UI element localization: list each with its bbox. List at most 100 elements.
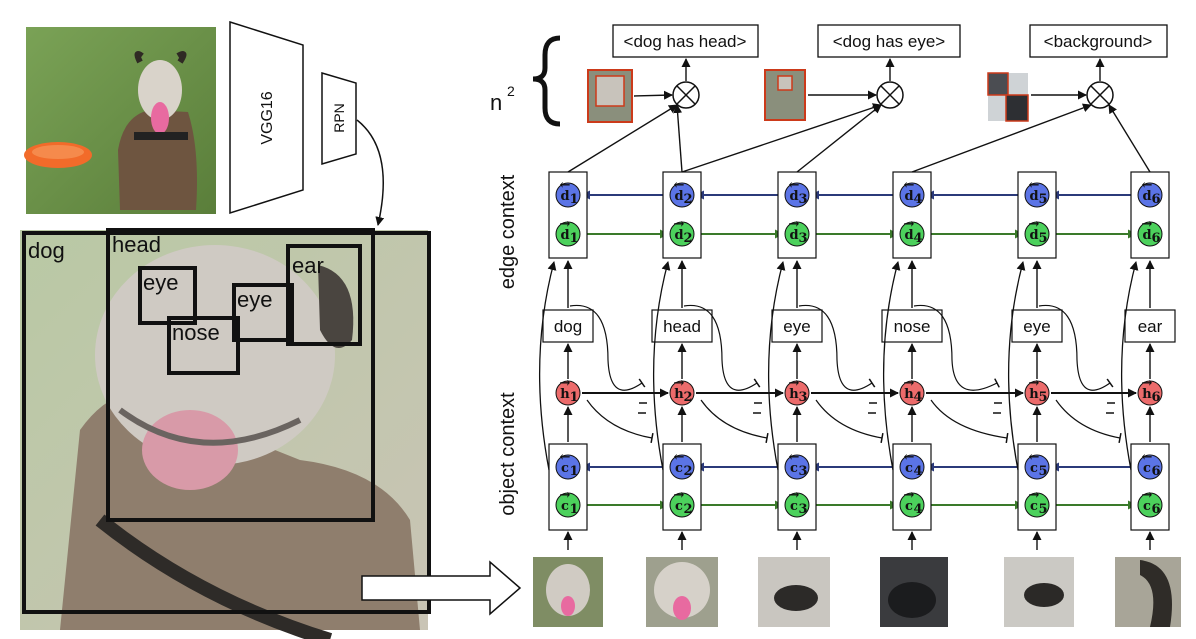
svg-text:c: c [675, 499, 683, 514]
pairs-label: n [490, 90, 502, 115]
eye-box-2: eye [232, 283, 294, 342]
svg-text:5: 5 [1038, 192, 1047, 207]
eye-box-1-label: eye [143, 270, 178, 295]
pair-multiply-3 [1086, 81, 1114, 109]
object-context-label: object context [497, 392, 519, 516]
svg-text:2: 2 [683, 502, 692, 517]
svg-text:5: 5 [1038, 464, 1047, 479]
svg-text:→: → [789, 376, 800, 391]
rpn-arrow [356, 119, 385, 226]
svg-text:4: 4 [913, 502, 922, 517]
relation-output-1-text: <dog has head> [624, 32, 747, 51]
object-label-3: eye [771, 309, 823, 343]
vgg16-block: VGG16 [229, 20, 304, 215]
svg-text:d: d [560, 228, 569, 243]
object-label-2: head [651, 309, 713, 343]
relation-output-2: <dog has eye> [817, 24, 961, 58]
svg-text:c: c [905, 461, 913, 476]
svg-text:h: h [789, 387, 799, 402]
svg-text:d: d [1029, 189, 1038, 204]
svg-text:c: c [790, 499, 798, 514]
svg-text:1: 1 [569, 464, 578, 479]
svg-text:c: c [790, 461, 798, 476]
svg-text:2: 2 [683, 231, 692, 246]
svg-text:d: d [1142, 189, 1151, 204]
svg-text:4: 4 [913, 464, 922, 479]
svg-text:6: 6 [1151, 231, 1160, 246]
svg-text:4: 4 [913, 231, 922, 246]
svg-text:d: d [674, 228, 683, 243]
svg-text:→: → [1029, 376, 1040, 391]
svg-text:h: h [560, 387, 570, 402]
svg-text:c: c [1030, 499, 1038, 514]
svg-text:c: c [675, 461, 683, 476]
svg-text:4: 4 [913, 192, 922, 207]
svg-text:←: ← [560, 450, 571, 465]
svg-text:5: 5 [1038, 231, 1047, 246]
svg-text:c: c [1143, 499, 1151, 514]
rpn-block: RPN [321, 71, 357, 166]
svg-text:d: d [789, 189, 798, 204]
relation-output-2-text: <dog has eye> [833, 32, 946, 51]
ear-box: ear [286, 244, 362, 346]
pairs-exponent: 2 [507, 83, 515, 99]
svg-text:d: d [1142, 228, 1151, 243]
svg-text:→: → [560, 376, 571, 391]
svg-text:2: 2 [683, 464, 692, 479]
svg-text:→: → [674, 376, 685, 391]
svg-text:d: d [904, 228, 913, 243]
pair-multiply-2 [876, 81, 904, 109]
svg-text:6: 6 [1151, 192, 1160, 207]
svg-text:→: → [1029, 488, 1040, 503]
pairs-brace [532, 35, 561, 127]
svg-text:→: → [560, 217, 571, 232]
svg-text:5: 5 [1038, 502, 1047, 517]
svg-text:5: 5 [1038, 390, 1047, 405]
svg-text:d: d [904, 189, 913, 204]
ear-box-label: ear [292, 253, 324, 278]
pair-crop-3 [987, 72, 1029, 122]
svg-text:6: 6 [1151, 502, 1160, 517]
object-label-3-text: eye [783, 317, 810, 336]
pair-multiply-1 [672, 81, 700, 109]
input-photo [24, 27, 216, 214]
object-label-1: dog [542, 309, 594, 343]
svg-text:←: ← [789, 450, 800, 465]
relation-output-3: <background> [1029, 24, 1168, 58]
svg-text:→: → [904, 488, 915, 503]
svg-text:h: h [1029, 387, 1039, 402]
svg-text:c: c [561, 461, 569, 476]
rpn-label: RPN [331, 103, 347, 133]
svg-text:1: 1 [569, 192, 578, 207]
svg-text:→: → [789, 488, 800, 503]
svg-text:c: c [561, 499, 569, 514]
svg-text:→: → [789, 217, 800, 232]
pair-crop-1 [587, 69, 633, 123]
svg-text:1: 1 [569, 231, 578, 246]
svg-text:→: → [904, 376, 915, 391]
svg-text:←: ← [789, 178, 800, 193]
svg-text:d: d [789, 228, 798, 243]
svg-text:3: 3 [798, 502, 807, 517]
